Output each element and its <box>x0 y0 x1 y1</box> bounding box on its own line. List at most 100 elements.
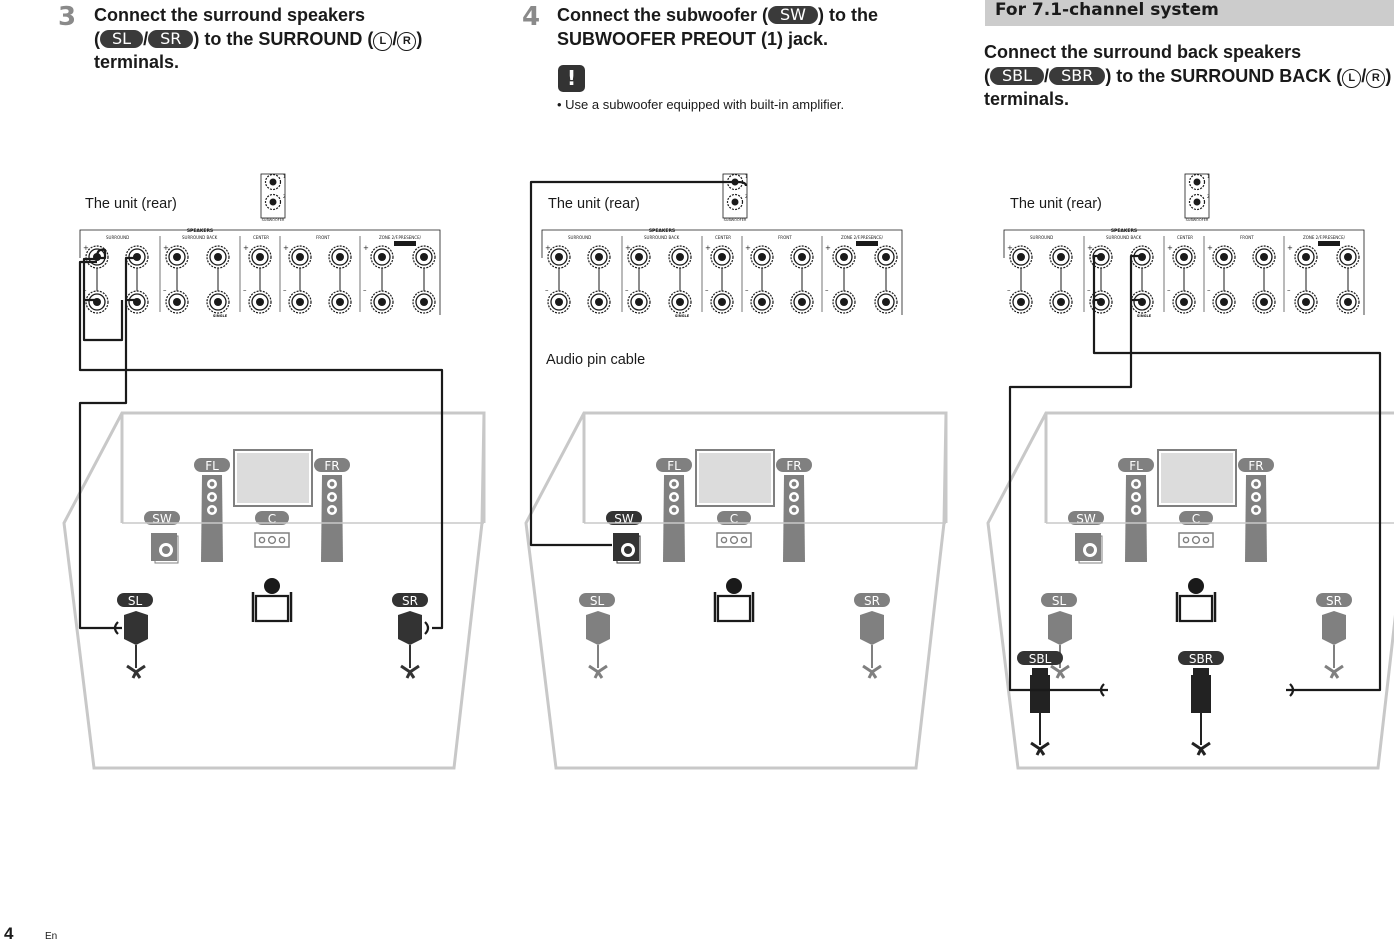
terminal-post <box>798 253 806 261</box>
left-channel-icon: L <box>373 31 393 51</box>
driver-icon <box>329 494 335 500</box>
sw-pill <box>1068 511 1104 525</box>
center-driver-icon <box>1182 536 1190 544</box>
listener-seat-icon <box>1178 594 1214 623</box>
fr-pill <box>776 458 812 472</box>
sbl-pill <box>1017 651 1063 665</box>
plus-mark: + <box>545 244 551 252</box>
plus-mark: + <box>625 244 631 252</box>
subwoofer-jack-icon <box>1193 198 1201 206</box>
subwoofer-jack-icon <box>269 178 277 186</box>
caution-bullet: • Use a subwoofer equipped with built-in… <box>557 97 845 112</box>
minus-mark: – <box>705 286 709 294</box>
surround-back-right-stand-base <box>1191 741 1211 756</box>
terminal-post <box>420 298 428 306</box>
minus-mark: – <box>1207 286 1211 294</box>
terminal-post <box>758 253 766 261</box>
center-driver-icon <box>729 535 739 545</box>
sw-label: SW <box>614 512 634 526</box>
speakers-label: SPEAKERS <box>187 228 213 234</box>
plus-mark: + <box>1287 244 1293 252</box>
terminal-post <box>676 298 684 306</box>
surround-left-stand-base <box>1050 664 1070 679</box>
terminal-post <box>336 253 344 261</box>
sbr-label: SBR <box>1189 652 1213 666</box>
zone-label: ZONE 2/F.PRESENCE/ <box>841 235 884 240</box>
sr-pill <box>1316 593 1352 607</box>
section-71-header-bar: For 7.1-channel system <box>985 0 1394 26</box>
cable-end <box>95 248 107 260</box>
front-left-speaker-icon <box>663 475 685 562</box>
terminal-post <box>1017 298 1025 306</box>
plus-mark: + <box>283 244 289 252</box>
subwoofer-label: SUBWOOFER <box>724 218 747 222</box>
front-right-speaker-icon <box>783 475 805 562</box>
center-driver-icon <box>258 536 266 544</box>
c-pill <box>717 511 751 525</box>
c-pill <box>255 511 289 525</box>
front-label: FRONT <box>316 235 330 240</box>
center-speaker-icon <box>716 532 752 548</box>
center-driver-icon <box>1202 536 1210 544</box>
driver-icon <box>329 481 335 487</box>
sbl-plug <box>1099 683 1105 697</box>
listener-head-icon <box>726 578 742 594</box>
surround-back-left-stand-base <box>1030 741 1050 756</box>
minus-mark: – <box>745 286 749 294</box>
terminal-post <box>1017 253 1025 261</box>
center-label: CENTER <box>1177 235 1193 240</box>
terminal-post <box>378 253 386 261</box>
sw-label: SW <box>152 512 172 526</box>
surround-back-label: SURROUND BACK <box>1106 235 1142 240</box>
cable-sbl <box>1008 254 1142 692</box>
driver-icon <box>209 507 215 513</box>
terminal-post <box>718 298 726 306</box>
surround-left-speaker-icon <box>1048 611 1072 645</box>
terminal-post <box>1057 253 1065 261</box>
driver-icon <box>671 507 677 513</box>
section-71-title: For 7.1-channel system <box>995 0 1219 20</box>
surround-right-speaker-icon <box>860 611 884 645</box>
zone-badge <box>856 241 878 246</box>
surround-back-right-speaker-icon <box>1191 668 1211 713</box>
surround-label: SURROUND <box>106 235 129 240</box>
plus-mark: + <box>163 244 169 252</box>
sr-label: SR <box>864 594 880 608</box>
sw-pill <box>606 511 642 525</box>
step3-number: 3 <box>58 2 77 32</box>
center-driver-icon <box>267 535 277 545</box>
listener-head-icon <box>1188 578 1204 594</box>
c-label: C <box>730 512 738 526</box>
sl-pill <box>1041 593 1077 607</box>
terminal-post <box>635 298 643 306</box>
single-label: SINGLE <box>675 314 690 318</box>
c-label: C <box>1192 512 1200 526</box>
right-channel-icon: R <box>397 31 417 51</box>
jack-number: 1 <box>283 174 286 179</box>
terminal-post <box>635 253 643 261</box>
fl-pill <box>194 458 230 472</box>
cable-sbr <box>1092 254 1382 692</box>
driver-icon <box>1133 481 1139 487</box>
single-label: SINGLE <box>213 314 228 318</box>
minus-mark: – <box>283 286 287 294</box>
driver-icon <box>329 507 335 513</box>
room-layout <box>986 411 1394 770</box>
unit-rear-label-2: The unit (rear) <box>548 196 640 212</box>
sl-label: SL <box>128 594 143 608</box>
surround-left-speaker-icon <box>586 611 610 645</box>
driver-icon <box>1133 507 1139 513</box>
center-speaker-icon <box>254 532 290 548</box>
cable-sl-jumper <box>82 257 97 302</box>
surround-right-stand-base <box>400 664 420 679</box>
terminal-post <box>798 298 806 306</box>
plus-mark: + <box>243 244 249 252</box>
language-code: En <box>45 931 58 942</box>
center-driver-icon <box>278 536 286 544</box>
c-label: C <box>268 512 276 526</box>
step3-instruction: Connect the surround speakers (SL/SR) to… <box>94 5 423 72</box>
sw-label: SW <box>1076 512 1096 526</box>
